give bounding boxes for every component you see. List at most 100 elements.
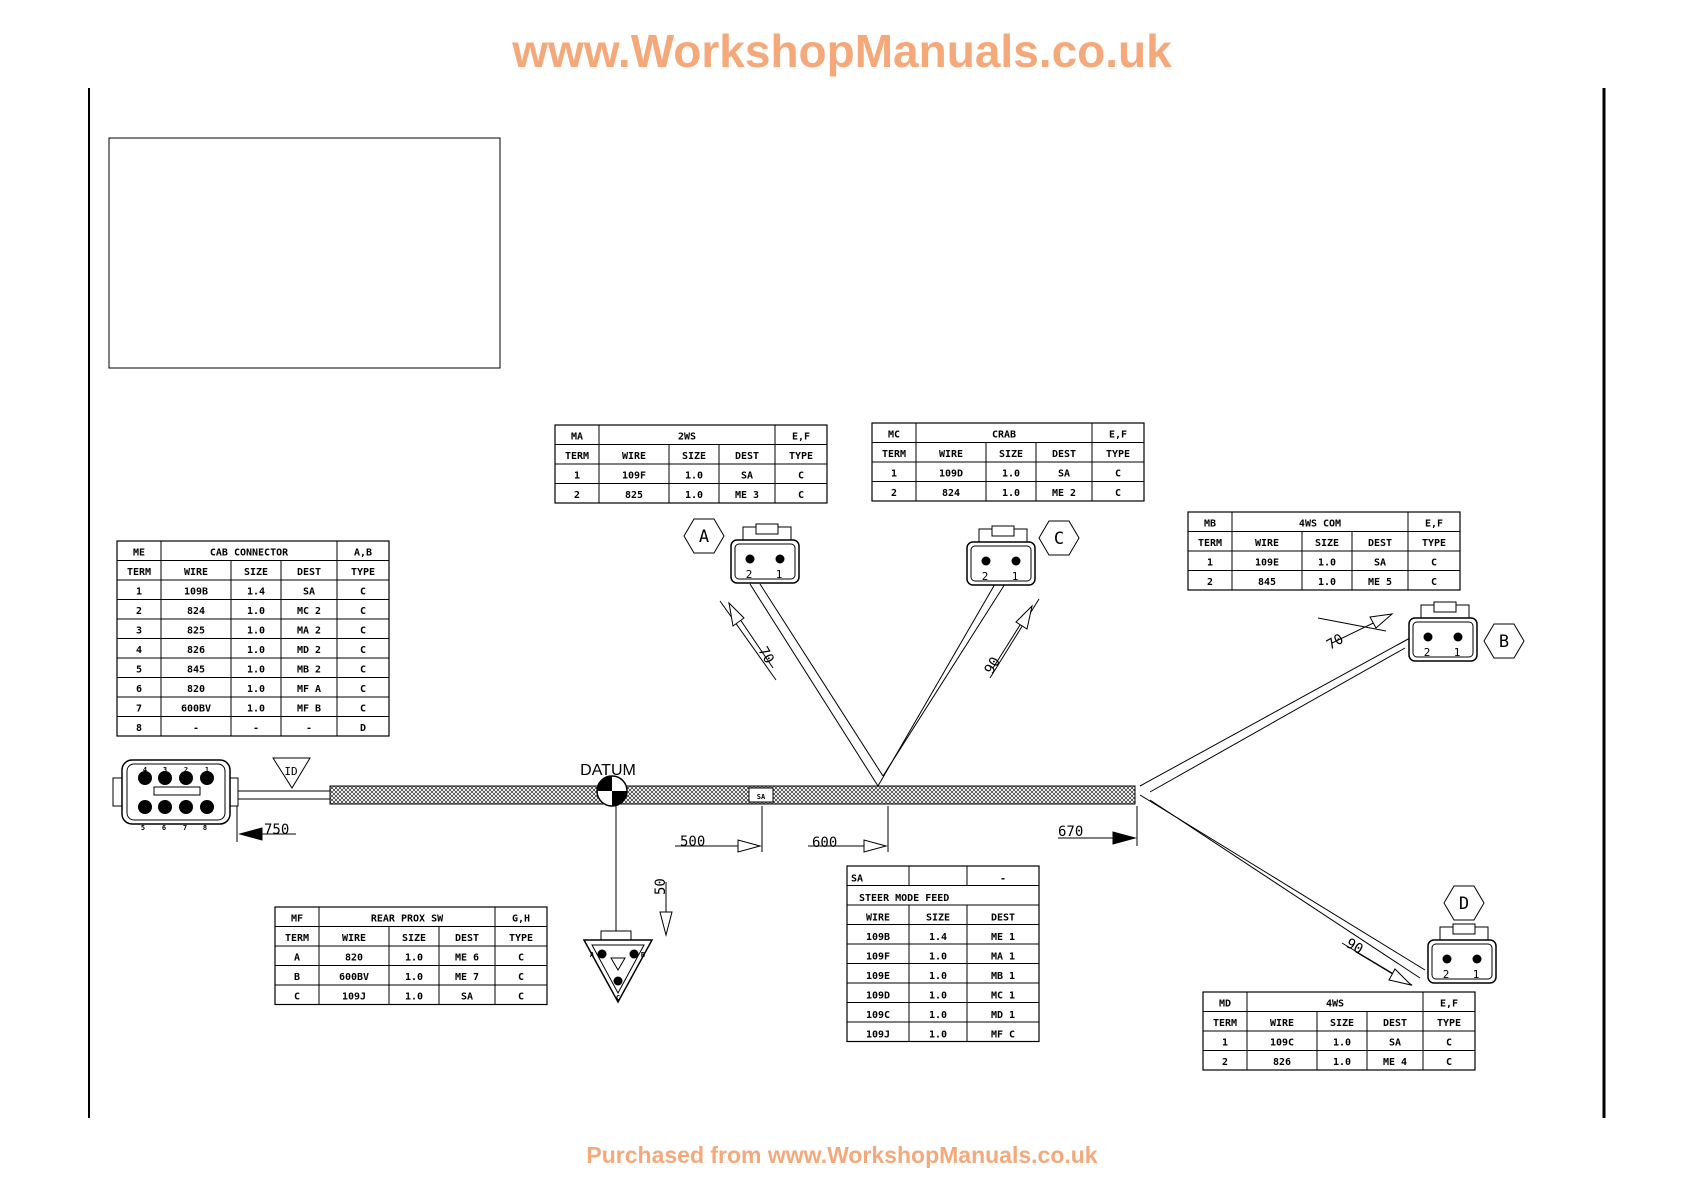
connector-a-pin-1: 1	[776, 568, 783, 581]
table-col-header: SIZE	[999, 449, 1023, 460]
table-col-header: TERM	[127, 567, 151, 578]
table-cell: MF A	[297, 684, 321, 695]
connector-mf	[582, 930, 654, 1004]
me-pin-1: 1	[205, 766, 209, 774]
dimension-lines	[236, 598, 1413, 986]
table-cell: 1.0	[247, 645, 265, 656]
table-cell: 845	[187, 665, 205, 676]
table-cell: 1.0	[685, 471, 703, 482]
table-cell: 1.0	[247, 704, 265, 715]
table-col-header: DEST	[1383, 1018, 1407, 1029]
splice-cell: MC 1	[991, 991, 1015, 1002]
table-col-header: WIRE	[622, 451, 646, 462]
table-cell: 3	[136, 626, 142, 637]
splice-cell: 1.0	[929, 952, 947, 963]
table-cell: B	[294, 972, 300, 983]
table-cell: MF B	[297, 704, 321, 715]
table-col-header: DEST	[1052, 449, 1076, 460]
table-cell: -	[253, 723, 259, 734]
table-cell: C	[360, 704, 366, 715]
table-cell: 825	[187, 626, 205, 637]
hex-c-label: C	[1054, 529, 1064, 549]
table-col-header: WIRE	[184, 567, 208, 578]
table-cell: 1.0	[405, 953, 423, 964]
table-cell: SA	[741, 471, 753, 482]
watermark-top: www.WorkshopManuals.co.uk	[511, 25, 1172, 77]
table-cell: 824	[942, 488, 960, 499]
splice-cell: MA 1	[991, 952, 1015, 963]
splice-dash: -	[1000, 874, 1006, 885]
me-pin-5: 5	[141, 824, 145, 832]
connector-b-pin-1: 1	[1454, 646, 1461, 659]
connector-b-pin-2: 2	[1424, 646, 1431, 659]
table-col-header: WIRE	[1255, 538, 1279, 549]
table-cell: 600BV	[181, 704, 211, 715]
table-cell: 1	[136, 587, 142, 598]
table-cell: 820	[187, 684, 205, 695]
table-cell: 1	[574, 471, 580, 482]
splice-cell: 109B	[866, 932, 890, 943]
table-code: MB	[1204, 519, 1216, 530]
table-cell: C	[360, 684, 366, 695]
table-cell: 600BV	[339, 972, 369, 983]
me-pin-3: 3	[163, 766, 167, 774]
table-cell: 109F	[622, 471, 646, 482]
splice-col-header: SIZE	[926, 913, 950, 924]
splice-title: STEER MODE FEED	[859, 893, 949, 904]
table-cell: D	[360, 723, 366, 734]
table-cell: ME 6	[455, 953, 479, 964]
table-cell: 2	[136, 606, 142, 617]
table-cell: C	[294, 992, 300, 1003]
table-code: MF	[291, 914, 303, 925]
table-cell: C	[798, 490, 804, 501]
me-pin-7: 7	[183, 824, 187, 832]
hex-c	[1038, 520, 1080, 556]
table-cell: MB 2	[297, 665, 321, 676]
table-types: G,H	[512, 914, 530, 925]
table-cell: 826	[187, 645, 205, 656]
table-cell: 845	[1258, 577, 1276, 588]
splice-cell: 1.0	[929, 1010, 947, 1021]
table-cell: 4	[136, 645, 142, 656]
connector-d-pin-1: 1	[1473, 968, 1480, 981]
table-cell: 5	[136, 665, 142, 676]
table-cell: MD 2	[297, 645, 321, 656]
dim-500: 500	[680, 834, 705, 850]
mf-pin-b: B	[641, 951, 645, 959]
title-block-frame	[108, 137, 501, 369]
table-col-header: SIZE	[244, 567, 268, 578]
table-cell: MA 2	[297, 626, 321, 637]
splice-cell: MF C	[991, 1030, 1015, 1041]
table-code: ME	[133, 548, 145, 559]
table-cell: C	[1431, 577, 1437, 588]
table-cell: 109C	[1270, 1038, 1294, 1049]
me-pin-4: 4	[143, 766, 147, 774]
table-cell: 109D	[939, 469, 963, 480]
dim-branch-a: 70	[755, 644, 777, 667]
table-cell: 7	[136, 704, 142, 715]
table-cell: C	[360, 587, 366, 598]
table-cell: 1.0	[247, 626, 265, 637]
splice-cell: 109C	[866, 1010, 890, 1021]
table-code: MC	[888, 430, 900, 441]
hex-b	[1483, 623, 1525, 659]
table-cell: SA	[1389, 1038, 1401, 1049]
table-cell: 1.0	[1002, 469, 1020, 480]
table-cell: ME 2	[1052, 488, 1076, 499]
table-cell: SA	[303, 587, 315, 598]
watermark-bottom: Purchased from www.WorkshopManuals.co.uk	[586, 1142, 1097, 1168]
connector-me	[112, 759, 239, 825]
connector-b	[1408, 601, 1478, 662]
dim-branch-c: 90	[982, 654, 1004, 677]
connector-c	[966, 525, 1036, 586]
table-cell: 1.0	[1318, 577, 1336, 588]
harness-branches	[615, 583, 1426, 979]
table-cell: MC 2	[297, 606, 321, 617]
table-cell: C	[360, 606, 366, 617]
